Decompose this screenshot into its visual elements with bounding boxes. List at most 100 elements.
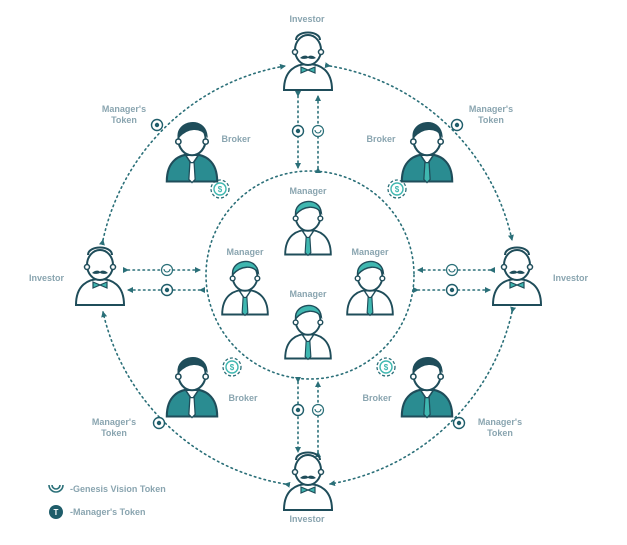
broker-tl-label: Broker bbox=[221, 134, 251, 144]
broker-br-avatar-tie bbox=[423, 396, 431, 419]
token-br-label: Manager's Token bbox=[478, 417, 522, 439]
token-br-line2: Token bbox=[487, 428, 513, 438]
token-tl-line2: Token bbox=[111, 115, 137, 125]
manager-top-label: Manager bbox=[289, 186, 327, 196]
token-coin-tr-core bbox=[454, 122, 460, 128]
dollar-icon-bl bbox=[225, 360, 239, 374]
broker-bl-avatar-tie bbox=[188, 396, 196, 419]
investor-top-avatar-body bbox=[282, 62, 334, 91]
broker-tr-avatar bbox=[400, 122, 454, 184]
dollar-icon-bl-ring bbox=[222, 357, 242, 377]
investor-bottom-avatar-mustache bbox=[300, 475, 316, 479]
people-layer bbox=[74, 31, 543, 511]
broker-br-avatar-ear-r bbox=[437, 373, 445, 381]
manager-top-avatar-hair bbox=[294, 200, 323, 217]
investor-left-avatar-bald bbox=[87, 246, 113, 256]
investor-bottom-avatar-bowtie bbox=[300, 486, 316, 494]
broker-br-avatar-ear-l bbox=[409, 373, 417, 381]
investor-bottom-avatar bbox=[282, 451, 334, 511]
arc-bottom-left bbox=[101, 311, 286, 485]
investor-top-avatar-ear-l bbox=[291, 48, 299, 56]
token-tl-label: Manager's Token bbox=[102, 104, 146, 126]
manager-right-avatar-ear-r bbox=[379, 275, 386, 282]
dollar-icon-br-ring bbox=[376, 357, 396, 377]
investor-right-avatar-bowtie bbox=[509, 281, 525, 289]
broker-tl-avatar-ear-r bbox=[202, 138, 210, 146]
manager-top-avatar-ear-r bbox=[317, 215, 324, 222]
investor-bottom-avatar-head bbox=[294, 454, 322, 486]
coin-top-gv bbox=[311, 124, 325, 138]
broker-br-avatar-hair bbox=[412, 357, 443, 375]
manager-right-avatar-tie bbox=[366, 296, 374, 317]
investor-top-avatar bbox=[282, 31, 334, 91]
manager-left-avatar bbox=[221, 260, 269, 317]
investor-left-avatar-bowtie bbox=[92, 281, 108, 289]
manager-token-coin-icon: T bbox=[49, 505, 63, 519]
manager-bottom-avatar bbox=[284, 304, 332, 361]
investor-top-avatar-ear-r bbox=[317, 48, 325, 56]
investor-left-avatar-mustache bbox=[92, 270, 108, 274]
svg-text:T: T bbox=[54, 508, 59, 517]
token-coin-bl-core bbox=[156, 420, 162, 426]
investor-right-label: Investor bbox=[553, 273, 589, 283]
investor-right-avatar-ear-r bbox=[526, 263, 534, 271]
token-bl-line2: Token bbox=[101, 428, 127, 438]
investor-top-avatar-mustache bbox=[300, 55, 316, 59]
manager-bottom-avatar-ear-l bbox=[292, 319, 299, 326]
manager-left-avatar-ear-r bbox=[254, 275, 261, 282]
broker-bl-avatar bbox=[165, 357, 219, 419]
token-tr-label: Manager's Token bbox=[469, 104, 513, 126]
manager-right-avatar-ear-l bbox=[354, 275, 361, 282]
coin-bottom-gv bbox=[311, 403, 325, 417]
manager-left-avatar-tie bbox=[241, 296, 249, 317]
dollar-icon-br bbox=[379, 360, 393, 374]
investor-top-avatar-head bbox=[294, 34, 322, 66]
broker-br-label: Broker bbox=[362, 393, 392, 403]
investor-bottom-avatar-bald bbox=[295, 451, 321, 461]
manager-left-label: Manager bbox=[226, 247, 264, 257]
investor-top-avatar-bald bbox=[295, 31, 321, 41]
investor-right-avatar-bald bbox=[504, 246, 530, 256]
manager-circle bbox=[205, 170, 415, 380]
investor-left-avatar-ear-r bbox=[109, 263, 117, 271]
broker-br-avatar bbox=[400, 357, 454, 419]
coin-left-manager-core bbox=[164, 287, 170, 293]
genesis-vision-coin-icon bbox=[48, 484, 64, 493]
broker-tr-avatar-tie bbox=[423, 161, 431, 184]
broker-tl-avatar-hair bbox=[177, 122, 208, 140]
token-bl-line1: Manager's bbox=[91, 417, 137, 427]
coin-right-gv bbox=[445, 263, 459, 277]
investor-top-label: Investor bbox=[289, 14, 325, 24]
token-br-line1: Manager's bbox=[477, 417, 523, 427]
investor-left-avatar-head bbox=[86, 249, 114, 281]
manager-right-avatar bbox=[346, 260, 394, 317]
arc-right-bottom bbox=[329, 311, 513, 487]
manager-left-avatar-hair bbox=[231, 260, 260, 277]
token-tr-line1: Manager's bbox=[468, 104, 514, 114]
coin-bottom-gv-mark bbox=[314, 408, 322, 413]
token-bl-label: Manager's Token bbox=[92, 417, 136, 439]
token-coin-tl-core bbox=[154, 122, 160, 128]
dollar-icon-tr-glyph: $ bbox=[395, 185, 400, 194]
dollar-icon-tr bbox=[390, 182, 404, 196]
token-coin-br-core bbox=[456, 420, 462, 426]
investor-right-avatar-ear-l bbox=[500, 263, 508, 271]
manager-bottom-avatar-ear-r bbox=[317, 319, 324, 326]
legend-manager-token: T -Manager's Token bbox=[48, 504, 146, 520]
manager-right-label: Manager bbox=[351, 247, 389, 257]
coin-right-gv-mark bbox=[448, 268, 456, 273]
dollar-icon-tl-glyph: $ bbox=[218, 185, 223, 194]
broker-bl-label: Broker bbox=[228, 393, 258, 403]
token-tr-line2: Token bbox=[478, 115, 504, 125]
coin-left-gv-mark bbox=[163, 268, 171, 273]
manager-top-avatar-ear-l bbox=[292, 215, 299, 222]
broker-tl-avatar bbox=[165, 122, 219, 184]
dollar-icon-tl bbox=[213, 182, 227, 196]
broker-tr-avatar-ear-l bbox=[409, 138, 417, 146]
coin-left-gv bbox=[160, 263, 174, 277]
investor-top-avatar-bowtie bbox=[300, 66, 316, 74]
broker-bl-avatar-ear-l bbox=[174, 373, 182, 381]
manager-bottom-avatar-tie bbox=[304, 340, 312, 361]
